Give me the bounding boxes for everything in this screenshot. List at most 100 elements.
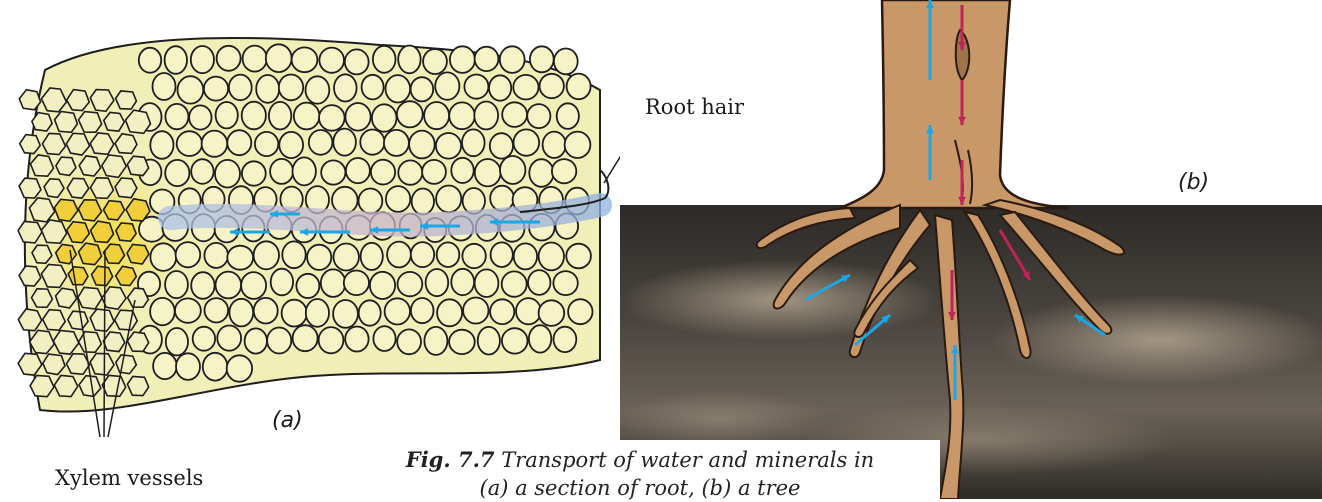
- tissue-cell: [166, 328, 188, 355]
- xylem-cell: [116, 91, 137, 109]
- tissue-cell: [267, 328, 291, 354]
- tissue-cell: [139, 48, 161, 73]
- tissue-cell: [176, 242, 201, 267]
- tissue-cell: [319, 327, 344, 353]
- tissue-cell: [150, 243, 176, 271]
- xylem-cell: [19, 266, 41, 286]
- tissue-cell: [242, 102, 266, 130]
- tissue-cell: [333, 300, 358, 328]
- tissue-cell: [191, 272, 214, 299]
- tissue-cell: [566, 244, 591, 269]
- tissue-cell: [296, 274, 319, 298]
- xylem-vessels-label: Xylem vessels: [55, 466, 203, 490]
- tissue-cell: [175, 298, 201, 322]
- xylem-cell: [68, 267, 88, 285]
- tissue-cell: [293, 325, 318, 351]
- figure-caption: Fig. 7.7 Transport of water and minerals…: [340, 440, 940, 502]
- tissue-cell: [553, 271, 577, 295]
- tissue-cell: [516, 298, 541, 324]
- xylem-cell: [127, 156, 148, 175]
- tissue-cell: [333, 129, 356, 156]
- tissue-cell: [361, 243, 383, 270]
- tree-illustration: [600, 0, 1322, 499]
- tissue-cell: [529, 159, 553, 187]
- tissue-cell: [332, 187, 358, 214]
- caption-text-1: Transport of water and minerals in: [501, 448, 874, 472]
- tissue-cell: [552, 159, 576, 183]
- tissue-cell: [319, 105, 345, 131]
- tissue-cell: [502, 271, 527, 296]
- tissue-cell: [294, 103, 320, 130]
- root-section-illustration: [0, 0, 620, 499]
- tissue-cell: [463, 298, 488, 324]
- tissue-cell: [539, 300, 565, 326]
- tissue-cell: [204, 243, 228, 268]
- tissue-cell: [462, 244, 485, 268]
- tissue-cell: [293, 157, 316, 185]
- tissue-cell: [409, 131, 435, 159]
- tissue-cell: [359, 189, 383, 214]
- tissue-cell: [565, 132, 591, 158]
- xylem-cell: [19, 178, 41, 198]
- tissue-cell: [178, 76, 204, 103]
- tissue-cell: [384, 130, 409, 156]
- tissue-cell: [514, 243, 537, 269]
- panel-b-label: (b): [1178, 170, 1209, 195]
- tissue-cell: [568, 299, 592, 324]
- tissue-cell: [370, 272, 395, 299]
- tissue-cell: [204, 77, 228, 101]
- tissue-cell: [539, 243, 564, 271]
- tissue-cell: [229, 75, 252, 101]
- tissue-cell: [150, 131, 173, 159]
- tissue-cell: [345, 103, 370, 131]
- tissue-cell: [411, 77, 434, 101]
- tissue-cell: [436, 186, 461, 213]
- figure-number: Fig. 7.7: [406, 447, 495, 472]
- tissue-cell: [437, 242, 460, 267]
- tissue-cell: [203, 353, 228, 381]
- xylem-cell: [55, 112, 78, 133]
- tissue-cell: [216, 102, 238, 128]
- tissue-cell: [475, 47, 499, 71]
- tissue-cell: [334, 244, 359, 271]
- tissue-cell: [424, 102, 449, 129]
- tissue-cell: [464, 75, 488, 99]
- tissue-cell: [567, 74, 591, 100]
- tissue-cell: [279, 132, 303, 158]
- tissue-cell: [554, 327, 577, 352]
- tissue-cell: [243, 46, 267, 72]
- tissue-cell: [362, 75, 384, 100]
- tissue-cell: [490, 133, 513, 158]
- xylem-cell: [115, 310, 138, 330]
- tissue-cell: [359, 300, 381, 325]
- tissue-cell: [345, 49, 369, 74]
- tissue-cell: [266, 44, 292, 72]
- tissue-cell: [500, 156, 525, 184]
- tissue-cell: [491, 242, 513, 267]
- tissue-cell: [282, 300, 307, 327]
- soil-highlight-2: [990, 295, 1322, 385]
- tissue-cell: [177, 131, 202, 156]
- tissue-cell: [165, 46, 187, 74]
- tissue-cell: [527, 104, 550, 128]
- tissue-cell: [292, 47, 318, 72]
- tissue-cell: [269, 102, 291, 130]
- tissue-cell: [426, 269, 449, 296]
- tissue-cell: [372, 104, 397, 131]
- caption-line-1: Fig. 7.7 Transport of water and minerals…: [340, 446, 940, 474]
- tissue-cell: [205, 298, 229, 322]
- tissue-cell: [530, 46, 554, 72]
- tissue-cell: [254, 298, 278, 324]
- tissue-cell: [398, 46, 420, 74]
- tissue-cell: [153, 73, 176, 100]
- tissue-cell: [437, 299, 462, 326]
- xylem-cell: [102, 375, 125, 396]
- tissue-cell: [279, 75, 303, 101]
- tissue-cell: [450, 46, 475, 73]
- tissue-cell: [424, 327, 447, 355]
- tissue-cell: [412, 189, 434, 215]
- tissue-cell: [411, 242, 434, 267]
- tissue-cell: [245, 328, 267, 353]
- tissue-cell: [502, 328, 528, 353]
- root-section-panel: Root hair Xylem vessels (a): [0, 0, 620, 499]
